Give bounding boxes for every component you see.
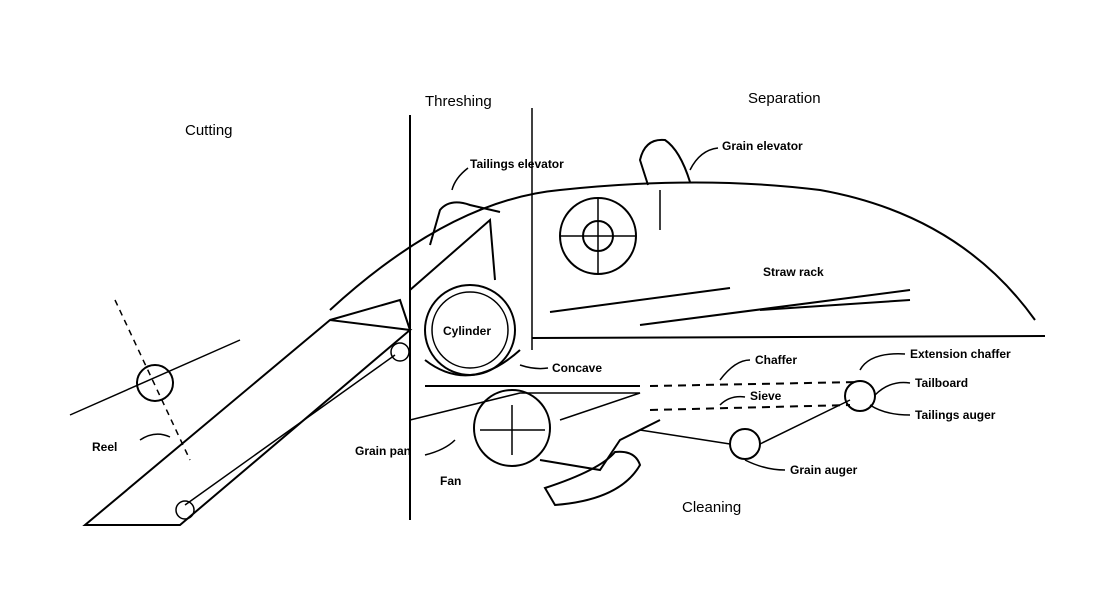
concave-leader: [520, 365, 548, 369]
feeder-house: [85, 320, 410, 525]
grain-pan: [410, 393, 640, 420]
label-sieve: Sieve: [750, 389, 782, 403]
label-tailboard: Tailboard: [915, 376, 968, 390]
straw-rack-3: [760, 300, 910, 310]
feeder-chain: [185, 355, 395, 505]
grain-elevator-leader: [690, 148, 718, 170]
tailboard-leader: [875, 383, 910, 396]
grain-pan-leader: [425, 440, 455, 455]
section-cleaning: Cleaning: [682, 499, 741, 516]
section-threshing: Threshing: [425, 93, 492, 110]
label-grain-elevator: Grain elevator: [722, 139, 803, 153]
grain-elevator-tube: [640, 140, 690, 185]
label-cylinder: Cylinder: [443, 324, 491, 338]
label-concave: Concave: [552, 361, 602, 375]
label-extension-chaffer: Extension chaffer: [910, 347, 1011, 361]
tailings-auger-leader: [870, 405, 910, 415]
cylinder-housing: [410, 220, 495, 290]
straw-rack-1: [550, 288, 730, 312]
label-tailings-auger: Tailings auger: [915, 408, 996, 422]
chaffer-dashed: [650, 382, 860, 386]
label-grain-pan: Grain pan: [355, 444, 411, 458]
fan-shroud: [545, 452, 640, 505]
label-tailings-elevator: Tailings elevator: [470, 157, 564, 171]
reel-leader: [140, 434, 170, 440]
body-floor-line: [532, 336, 1045, 338]
label-chaffer: Chaffer: [755, 353, 797, 367]
label-fan: Fan: [440, 474, 461, 488]
extension-chaffer-leader: [860, 354, 905, 370]
label-grain-auger: Grain auger: [790, 463, 858, 477]
label-reel: Reel: [92, 440, 117, 454]
label-straw-rack: Straw rack: [763, 265, 824, 279]
grain-auger-leader: [745, 460, 785, 470]
chaffer-leader: [720, 360, 750, 380]
section-separation: Separation: [748, 90, 821, 107]
section-cutting: Cutting: [185, 122, 233, 139]
fan-duct: [540, 420, 660, 470]
grain-auger: [730, 429, 760, 459]
tailings-auger: [845, 381, 875, 411]
sieve-leader: [720, 397, 745, 405]
sieve-dashed: [650, 405, 850, 410]
tailings-elevator-leader: [452, 168, 468, 190]
